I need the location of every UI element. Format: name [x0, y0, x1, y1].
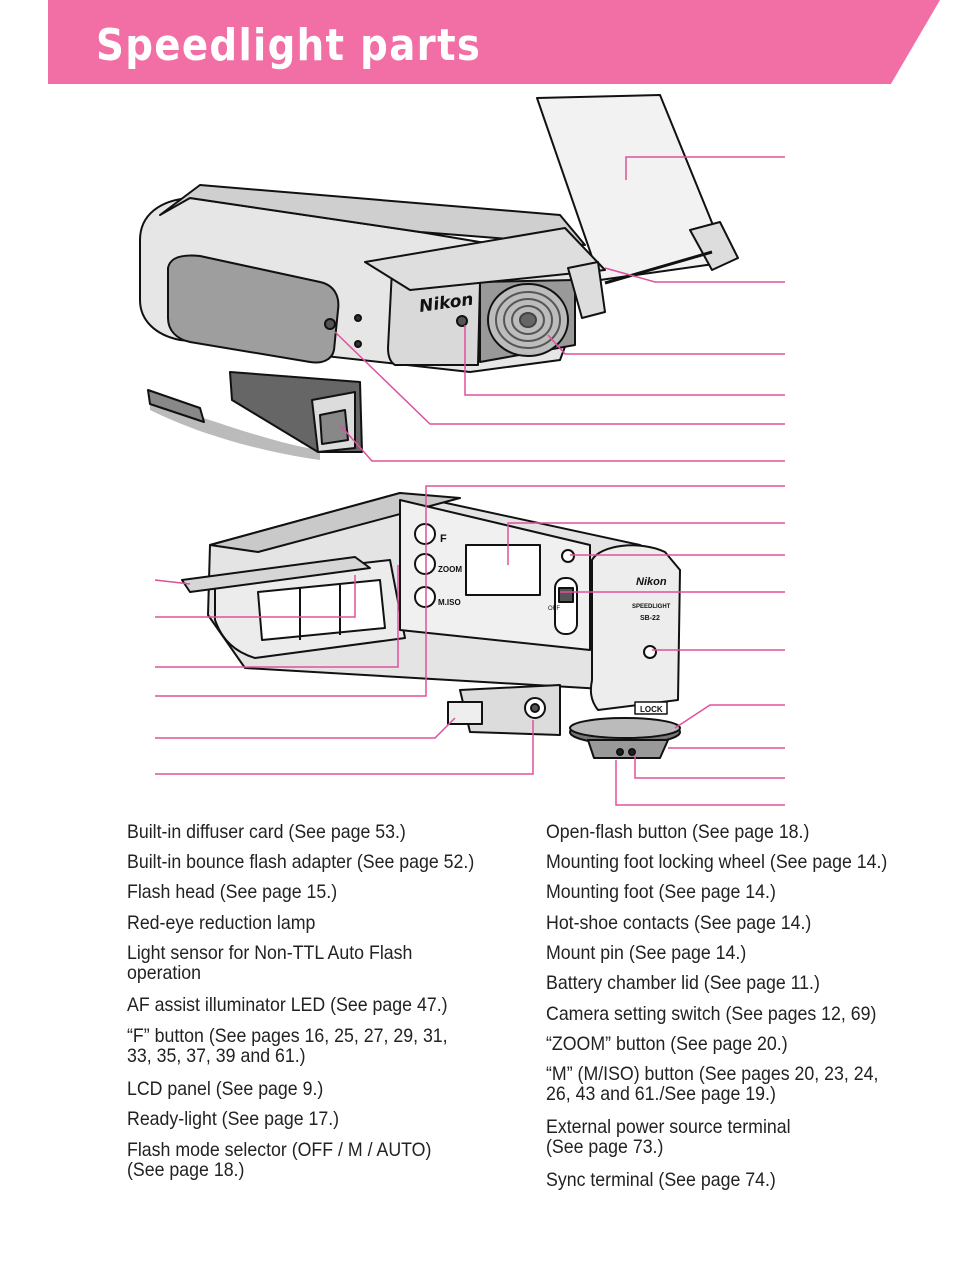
part-item: Flash head (See page 15.)	[127, 881, 338, 903]
flash-back-view: F ZOOM M.ISO OFF Nikon SPEEDLIGHT SB-22 …	[181, 492, 681, 759]
part-item: Flash mode selector (OFF / M / AUTO)(See…	[127, 1139, 432, 1181]
mounting-foot	[587, 739, 669, 759]
title-banner: Speedlight parts	[48, 0, 940, 84]
lcd-panel	[465, 544, 541, 596]
flash-head-lens	[479, 279, 576, 363]
zoom-button-label: ZOOM	[438, 565, 462, 574]
part-item: Built-in diffuser card (See page 53.)	[127, 821, 406, 843]
part-item: Sync terminal (See page 74.)	[546, 1169, 776, 1191]
ready-light-icon	[561, 549, 575, 563]
light-sensor-icon	[456, 315, 468, 327]
part-item: “F” button (See pages 16, 25, 27, 29, 31…	[127, 1025, 448, 1067]
part-item: LCD panel (See page 9.)	[127, 1078, 324, 1100]
part-item: AF assist illuminator LED (See page 47.)	[127, 994, 448, 1016]
speedlight-illustrations: Nikon	[139, 94, 785, 806]
leader-lines	[154, 156, 785, 806]
part-item: Mounting foot (See page 14.)	[546, 881, 776, 903]
model-text: SPEEDLIGHT	[632, 604, 671, 610]
f-button	[414, 523, 436, 545]
f-button-label: F	[440, 533, 447, 545]
part-item: Red-eye reduction lamp	[127, 912, 316, 934]
back-brand-text: Nikon	[636, 576, 667, 588]
part-item: Hot-shoe contacts (See page 14.)	[546, 912, 812, 934]
zoom-button	[414, 553, 436, 575]
page-title: Speedlight parts	[96, 20, 482, 71]
part-item: Battery chamber lid (See page 11.)	[546, 972, 820, 994]
m-button	[414, 586, 436, 608]
part-item: Open-flash button (See page 18.)	[546, 821, 810, 843]
model-number-text: SB-22	[640, 615, 660, 622]
part-item: Ready-light (See page 17.)	[127, 1108, 340, 1130]
selector-off-label: OFF	[548, 606, 560, 612]
part-item: Mount pin (See page 14.)	[546, 942, 747, 964]
open-flash-button-icon	[643, 645, 657, 659]
external-power-terminal	[447, 701, 483, 725]
part-item: Built-in bounce flash adapter (See page …	[127, 851, 475, 873]
part-item: “ZOOM” button (See page 20.)	[546, 1033, 788, 1055]
lock-label: LOCK	[640, 705, 663, 714]
m-button-label: M.ISO	[438, 598, 461, 607]
part-item: External power source terminal(See page …	[546, 1116, 791, 1158]
part-item: Mounting foot locking wheel (See page 14…	[546, 851, 888, 873]
flash-front-view: Nikon	[139, 94, 739, 460]
red-eye-lamp-icon	[324, 318, 336, 330]
control-buttons: F ZOOM M.ISO	[414, 523, 462, 608]
part-item: Camera setting switch (See pages 12, 69)	[546, 1003, 877, 1025]
part-item: “M” (M/ISO) button (See pages 20, 23, 24…	[546, 1063, 879, 1105]
